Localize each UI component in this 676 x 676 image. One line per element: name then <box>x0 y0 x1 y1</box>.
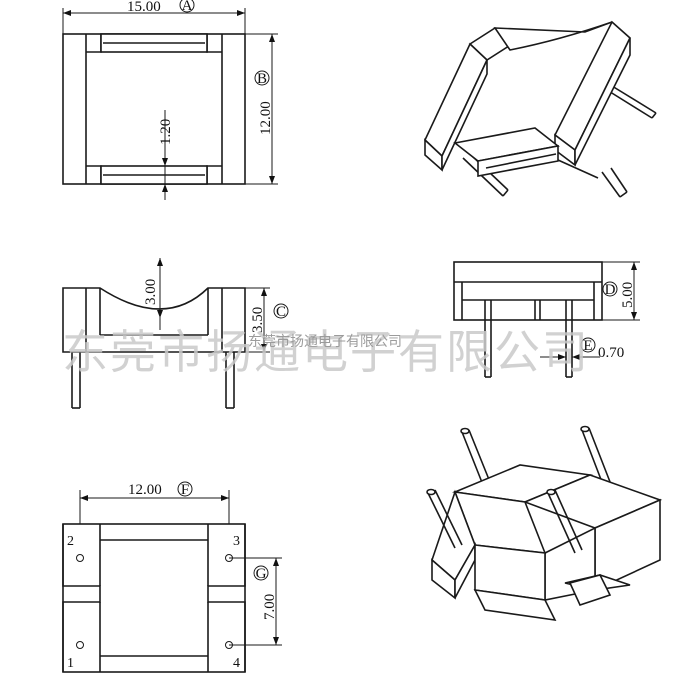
pin-number-2: 2 <box>67 534 74 549</box>
pin-number-1: 1 <box>67 656 74 671</box>
front-depth-label: 3.00 <box>143 279 159 305</box>
side-view: 5.00 D E 0.70 <box>453 261 640 378</box>
watermark-small-text: 东莞市扬通电子有限公司 <box>248 333 402 350</box>
ref-circle-d <box>602 281 618 297</box>
ref-label-g: G <box>256 566 267 582</box>
watermark: 东莞市扬通电子有限公司 东莞市扬通电子有限公司 <box>62 325 590 379</box>
side-height-label: 5.00 <box>620 282 636 308</box>
pin-hole-1 <box>76 641 84 649</box>
top-view: 15.00 A 1.20 12.00 B <box>62 0 278 200</box>
ref-label-d: D <box>605 282 616 298</box>
pin-hole-2 <box>76 554 84 562</box>
ref-circle-f <box>177 481 193 497</box>
bottom-width-label: 12.00 <box>128 482 162 498</box>
ref-label-c: C <box>276 304 286 320</box>
ref-circle-g <box>253 565 269 581</box>
ref-label-b: B <box>257 71 267 87</box>
ref-circle-e <box>580 337 596 353</box>
ref-circle-c <box>273 303 289 319</box>
ref-circle-a <box>179 0 195 13</box>
pin-width-label: 0.70 <box>598 345 624 361</box>
slot-label: 1.20 <box>158 119 174 145</box>
bottom-view: 12.00 F 2 3 1 4 7.00 G <box>62 481 282 673</box>
ref-label-e: E <box>583 338 592 354</box>
pin-number-4: 4 <box>233 656 240 671</box>
top-height-label: 12.00 <box>258 101 274 135</box>
watermark-large-text: 东莞市扬通电子有限公司 <box>62 325 590 379</box>
pin-pitch-label: 7.00 <box>262 594 278 620</box>
isometric-view-bottom <box>426 425 663 622</box>
ref-label-f: F <box>181 482 189 498</box>
ref-label-a: A <box>182 0 193 14</box>
pin-number-3: 3 <box>233 534 240 549</box>
isometric-view-top <box>424 20 657 198</box>
ref-circle-b <box>254 70 270 86</box>
front-height-label: 3.50 <box>250 307 266 333</box>
top-width-label: 15.00 <box>127 0 161 15</box>
front-view: 3.00 3.50 C <box>62 258 289 409</box>
